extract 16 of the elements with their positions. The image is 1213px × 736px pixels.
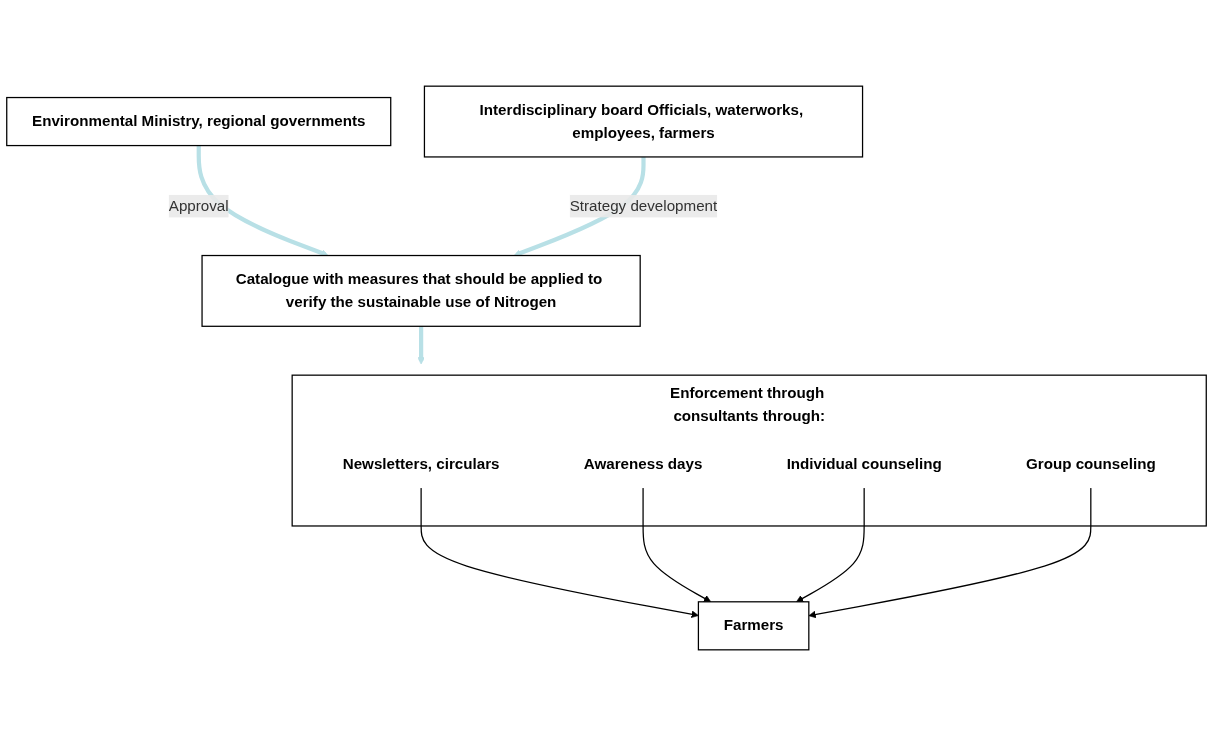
node-text: Group counseling — [1025, 455, 1156, 473]
arrow — [796, 487, 865, 603]
node-text: Individual counseling — [786, 455, 942, 473]
node-box: Environmental Ministry, regional governments — [6, 96, 392, 147]
node-box: Catalogue with measures that should be applied to verify the sustainable use of Nitrogen — [201, 254, 641, 327]
node-text: Awareness days — [583, 455, 703, 473]
node-text: Newsletters, circulars — [342, 455, 500, 473]
arrow — [808, 487, 1092, 619]
edge-label: Strategy development — [569, 197, 718, 215]
arrow — [420, 487, 699, 618]
arrow — [417, 326, 425, 365]
edge-label: Approval — [168, 197, 229, 215]
arrow — [196, 145, 329, 257]
node-box: Interdisciplinary board Officials, waterworks, employees, farmers — [423, 85, 864, 158]
node-box: Farmers — [697, 601, 810, 651]
arrow — [642, 487, 712, 603]
